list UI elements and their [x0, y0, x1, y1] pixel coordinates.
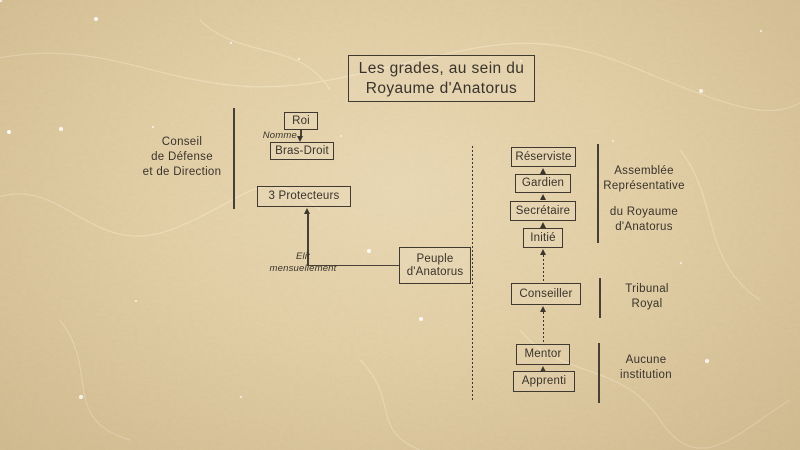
node-bras-droit: Bras-Droit: [270, 142, 334, 160]
edge-conseiller-initie-dash: [542, 255, 544, 282]
edge-label-nomme: Nomme: [262, 130, 297, 141]
node-apprenti: Apprenti: [513, 371, 575, 392]
edge-roi-brasdroit-arrowhead-icon: [297, 136, 303, 142]
node-conseiller: Conseiller: [511, 283, 581, 305]
edge-gardien-reserviste-arrowhead-icon: [539, 168, 546, 174]
node-protecteurs: 3 Protecteurs: [257, 186, 351, 207]
edge-secretaire-gardien-dash: [542, 198, 544, 201]
edge-secretaire-gardien-arrowhead-icon: [539, 194, 546, 200]
edge-label-elit-line2: mensuellement: [269, 263, 337, 274]
assemblee-section-rule: [597, 144, 599, 243]
edge-label-elit-line1: Elit: [296, 251, 310, 262]
edge-initie-secretaire-arrowhead-icon: [539, 222, 546, 228]
node-secretaire: Secrétaire: [510, 201, 576, 221]
edge-peuple-protecteurs-arrowhead-icon: [304, 208, 310, 214]
paper-specks: [0, 0, 2, 2]
paper-fibers: [0, 19, 800, 450]
diagram-title-line2: Royaume d'Anatorus: [365, 79, 518, 97]
section-label-tribunal: Tribunal Royal: [608, 282, 686, 312]
node-mentor: Mentor: [516, 344, 570, 365]
section-label-tribunal-line1: Tribunal: [625, 283, 669, 295]
edge-label-elit: Elit mensuellement: [260, 251, 346, 275]
node-peuple: Peuple d'Anatorus: [399, 247, 471, 284]
edge-mentor-conseiller-arrowhead-icon: [539, 306, 546, 312]
edge-peuple-protecteurs-vline: [307, 213, 309, 266]
edge-gardien-reserviste-dash: [542, 172, 544, 174]
section-label-assemblee: Assemblée Représentative: [597, 164, 691, 194]
node-roi: Roi: [284, 112, 318, 130]
tribunal-section-rule: [599, 278, 601, 318]
section-label-assemblee-line2: Représentative: [603, 180, 685, 192]
diagram-title-line1: Les grades, au sein du: [358, 59, 525, 77]
conseil-section-rule: [233, 108, 235, 209]
section-label-royaume: du Royaume d'Anatorus: [597, 205, 691, 235]
section-label-assemblee-line1: Assemblée: [614, 165, 674, 177]
center-dashed-divider: [472, 146, 473, 402]
node-reserviste: Réserviste: [511, 147, 576, 167]
section-label-conseil-line3: et de Direction: [142, 166, 222, 178]
edge-apprenti-mentor-arrowhead-icon: [539, 365, 546, 372]
section-label-aucune-line1: Aucune: [625, 354, 667, 366]
section-label-conseil: Conseil de Défense et de Direction: [133, 135, 231, 180]
node-initie: Initié: [523, 228, 563, 248]
section-label-aucune-line2: institution: [620, 369, 672, 381]
node-gardien: Gardien: [515, 174, 571, 193]
node-peuple-line2: d'Anatorus: [406, 265, 464, 278]
edge-mentor-conseiller-dash: [542, 312, 544, 343]
edge-peuple-protecteurs-hline: [307, 264, 399, 266]
section-label-tribunal-line2: Royal: [631, 298, 663, 310]
edge-roi-brasdroit-line: [300, 130, 302, 138]
edge-apprenti-mentor-line: [542, 369, 544, 371]
section-label-aucune: Aucune institution: [606, 353, 686, 383]
edge-initie-secretaire-dash: [542, 226, 544, 228]
section-label-conseil-line1: Conseil: [161, 136, 203, 148]
node-peuple-line1: Peuple: [416, 252, 454, 265]
diagram-title: Les grades, au sein du Royaume d'Anatoru…: [359, 59, 525, 99]
section-label-royaume-line1: du Royaume: [609, 206, 679, 218]
section-label-royaume-line2: d'Anatorus: [615, 221, 673, 233]
diagram-title-box: Les grades, au sein du Royaume d'Anatoru…: [348, 55, 535, 102]
edge-conseiller-initie-arrowhead-icon: [539, 249, 546, 255]
aucune-section-rule: [598, 343, 600, 403]
section-label-conseil-line2: de Défense: [151, 151, 213, 163]
